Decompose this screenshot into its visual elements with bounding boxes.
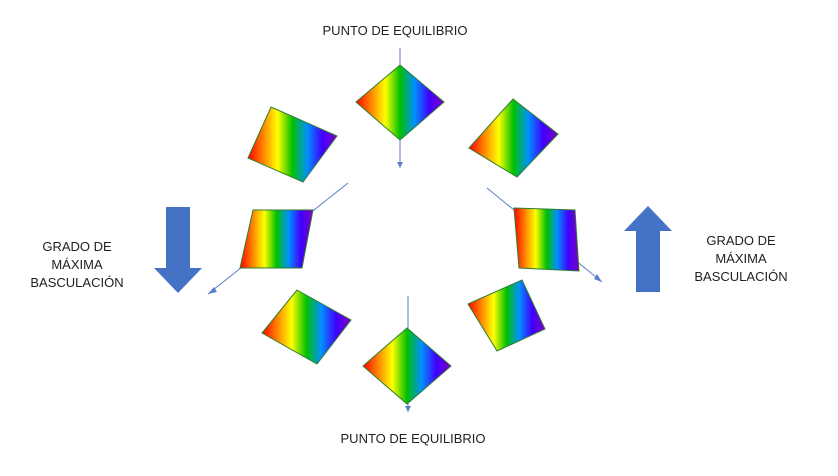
prism-lower-right [467, 279, 546, 352]
balance-point-label-top: PUNTO DE EQUILIBRIO [322, 23, 468, 38]
right-line-arrowhead [594, 274, 602, 282]
max-tilt-label-right-line-3: BASCULACIÓN [694, 269, 788, 284]
prism-right [513, 207, 580, 272]
max-tilt-label-right-line-2: MÁXIMA [715, 251, 767, 266]
top-line-arrowhead [397, 162, 403, 168]
max-tilt-label-right: GRADO DE MÁXIMA BASCULACIÓN [682, 232, 800, 286]
prism-left [239, 209, 314, 269]
bottom-line-arrowhead [405, 406, 411, 412]
max-tilt-label-left-line-1: GRADO DE [42, 239, 112, 254]
down-block-arrow [154, 207, 202, 293]
max-tilt-label-right-line-1: GRADO DE [706, 233, 776, 248]
prism-upper-left [247, 106, 338, 183]
max-tilt-label-left: GRADO DE MÁXIMA BASCULACIÓN [18, 238, 136, 292]
balance-point-label-bottom: PUNTO DE EQUILIBRIO [340, 431, 486, 446]
max-tilt-label-left-line-3: BASCULACIÓN [30, 275, 124, 290]
up-block-arrow [624, 206, 672, 292]
max-tilt-label-left-line-2: MÁXIMA [51, 257, 103, 272]
prism-lower-left [261, 289, 352, 365]
prism-bottom [362, 327, 452, 405]
left-line-arrowhead [208, 287, 217, 294]
prism-top [355, 64, 445, 141]
prism-upper-right [468, 98, 559, 178]
